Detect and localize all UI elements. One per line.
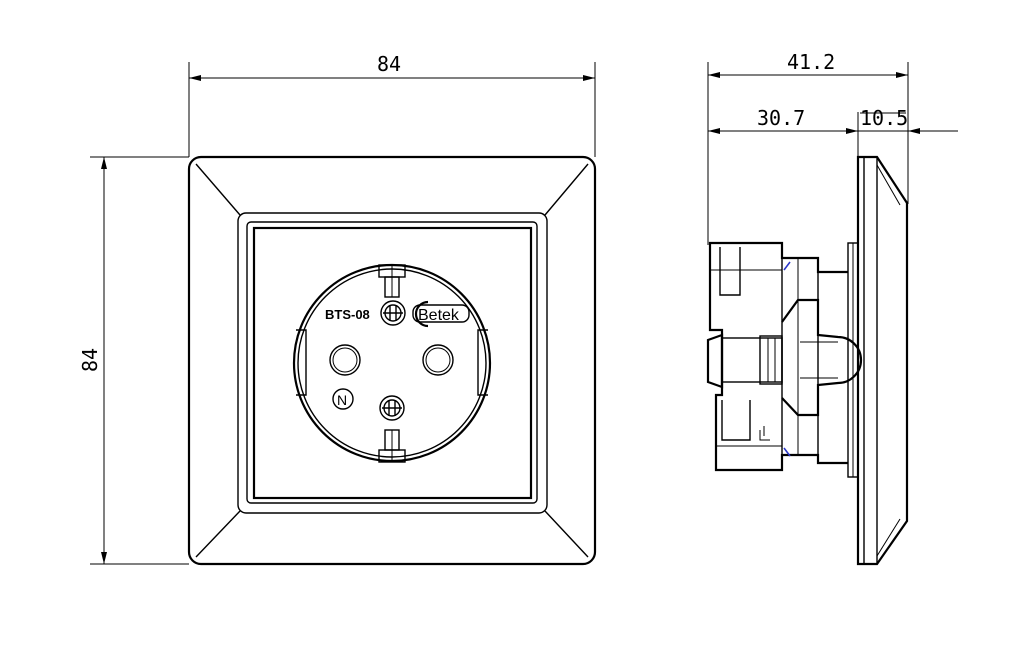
socket-body-profile bbox=[708, 241, 848, 472]
inner-plate-face bbox=[252, 226, 533, 500]
brand-logo: Betek bbox=[412, 300, 470, 328]
side-body-depth-dimension: 30.7 bbox=[708, 106, 859, 157]
frame-bevel bbox=[237, 212, 548, 514]
neutral-symbol-label: N bbox=[337, 392, 347, 408]
side-view bbox=[706, 155, 909, 566]
side-total-depth-dimension: 41.2 bbox=[707, 50, 909, 245]
side-plate-depth-dimension: 10.5 bbox=[858, 106, 958, 134]
brand-label: Betek bbox=[418, 307, 460, 324]
brand-c-icon bbox=[414, 300, 429, 328]
front-width-label: 84 bbox=[377, 52, 401, 76]
screw-top-icon bbox=[380, 300, 406, 326]
cover-plate-profile bbox=[856, 155, 909, 566]
side-plate-depth-label: 10.5 bbox=[860, 106, 908, 130]
side-notches bbox=[296, 329, 488, 396]
bevel-corner-tr bbox=[544, 163, 589, 216]
earth-clip-top bbox=[378, 264, 406, 298]
front-height-label: 84 bbox=[78, 348, 102, 372]
accent-mark-top bbox=[783, 261, 791, 271]
terminal-clamp bbox=[706, 333, 783, 389]
front-height-dimension: 84 bbox=[78, 156, 189, 565]
side-body-depth-label: 30.7 bbox=[757, 106, 805, 130]
bevel-corner-br bbox=[544, 510, 589, 558]
earth-contact-pin bbox=[781, 298, 863, 417]
model-label: BTS-08 bbox=[325, 307, 370, 322]
bevel-corner-bl bbox=[195, 510, 241, 558]
pin-hole-left bbox=[329, 344, 361, 376]
front-width-dimension: 84 bbox=[188, 52, 596, 157]
front-view: BTS-08 Betek N bbox=[187, 155, 597, 566]
neutral-symbol-icon: N bbox=[332, 388, 354, 410]
inner-plate bbox=[246, 221, 538, 504]
outer-frame bbox=[187, 155, 597, 566]
earth-clip-bottom bbox=[378, 429, 406, 463]
accent-mark-bottom bbox=[783, 447, 791, 457]
bevel-corner-tl bbox=[195, 163, 241, 216]
screw-bottom-icon bbox=[379, 395, 405, 421]
side-total-depth-label: 41.2 bbox=[787, 50, 835, 74]
pin-hole-right bbox=[422, 344, 454, 376]
